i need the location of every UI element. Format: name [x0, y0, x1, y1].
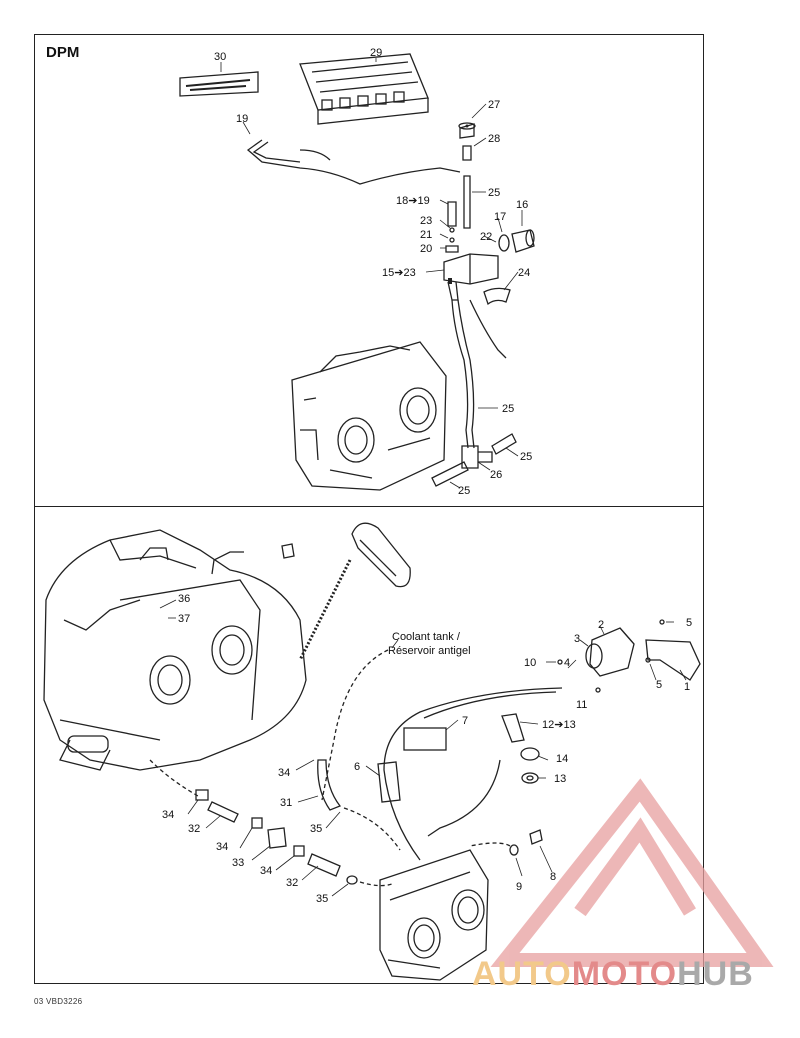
callout-14: 14 — [556, 753, 568, 765]
screw-10 — [557, 659, 563, 665]
callout-25-right: 25 — [520, 451, 532, 463]
coolant-line — [321, 649, 389, 801]
coolant-note-line2: Réservoir antigel — [388, 645, 471, 657]
watermark-part-auto: AUTO — [472, 955, 572, 993]
watermark-logo-mark — [490, 778, 774, 967]
callout-7: 7 — [462, 715, 468, 727]
decal-7 — [403, 727, 447, 751]
throttle-cable — [383, 687, 563, 861]
callout-12-13: 12➔13 — [542, 719, 576, 731]
callout-10: 10 — [524, 657, 536, 669]
hose-25c — [491, 433, 517, 455]
wire-harness-19 — [246, 139, 461, 185]
starter-grip — [298, 522, 411, 661]
callout-25-top: 25 — [488, 187, 500, 199]
callout-35-a: 35 — [310, 823, 322, 835]
section-title: DPM — [46, 44, 80, 61]
throttle-housing — [585, 627, 635, 677]
callout-30: 30 — [214, 51, 226, 63]
oring-17 — [498, 234, 510, 252]
hose-32b — [307, 853, 341, 877]
engine-block — [43, 529, 307, 771]
reference-code: 03 VBD3226 — [34, 997, 83, 1006]
clamp-34b — [251, 817, 263, 829]
diagram-frame — [34, 34, 704, 984]
coolant-note-line1: Coolant tank / — [392, 631, 461, 643]
callout-11: 11 — [576, 699, 587, 711]
callout-34-a: 34 — [278, 767, 290, 779]
callout-16: 16 — [516, 199, 528, 211]
hose-25 — [463, 175, 471, 229]
callout-34-d: 34 — [260, 865, 272, 877]
callout-2: 2 — [598, 619, 604, 631]
callout-31: 31 — [280, 797, 292, 809]
tee-26 — [461, 445, 493, 469]
callout-15-23: 15➔23 — [382, 267, 416, 279]
callout-21: 21 — [420, 229, 432, 241]
callout-9: 9 — [516, 881, 522, 893]
watermark-wordmark: AUTOMOTOHUB — [472, 955, 754, 994]
callout-17: 17 — [494, 211, 506, 223]
callout-23: 23 — [420, 215, 432, 227]
callout-19: 19 — [236, 113, 248, 125]
watermark-part-moto: MOTO — [571, 955, 678, 993]
fitting-33 — [267, 827, 287, 849]
callout-28: 28 — [488, 133, 500, 145]
callout-20: 20 — [420, 243, 432, 255]
cap-27 — [459, 123, 475, 139]
watermark-part-hub: HUB — [677, 955, 754, 993]
callout-1: 1 — [684, 681, 690, 693]
throttle-body-bottom — [379, 849, 489, 981]
hose-down — [451, 299, 469, 449]
callout-26: 26 — [490, 469, 502, 481]
callout-5-bottom: 5 — [656, 679, 662, 691]
callout-22: 22 — [480, 231, 492, 243]
washer-35 — [346, 875, 358, 885]
cable-guide-12 — [501, 713, 525, 743]
hose-31 — [317, 759, 342, 811]
hose-25b — [431, 461, 469, 487]
callout-32-b: 32 — [286, 877, 298, 889]
callout-37: 37 — [178, 613, 190, 625]
nut-14 — [520, 747, 540, 761]
callout-13: 13 — [554, 773, 566, 785]
boot-6 — [377, 761, 401, 803]
sensor-body-15 — [443, 253, 499, 301]
callout-32-a: 32 — [188, 823, 200, 835]
callout-3: 3 — [574, 633, 580, 645]
callout-33: 33 — [232, 857, 244, 869]
callout-6: 6 — [354, 761, 360, 773]
callout-29: 29 — [370, 47, 382, 59]
callout-4: 4 — [564, 657, 570, 669]
clamp-34a — [195, 789, 209, 801]
callout-25-bottom: 25 — [458, 485, 470, 497]
section-divider — [34, 506, 704, 507]
callout-18-19: 18➔19 — [396, 195, 430, 207]
fitting-28 — [462, 145, 472, 161]
hose-32a — [207, 801, 239, 823]
control-module-29 — [299, 53, 429, 125]
callout-5-top: 5 — [686, 617, 692, 629]
sensor-16 — [511, 229, 535, 253]
throttle-lever-1 — [645, 639, 701, 681]
callout-36: 36 — [178, 593, 190, 605]
clamp-34c — [293, 845, 305, 857]
part-9 — [509, 844, 519, 856]
throttle-body-top — [291, 341, 447, 491]
callout-34-c: 34 — [216, 841, 228, 853]
callout-35-b: 35 — [316, 893, 328, 905]
callout-25-mid: 25 — [502, 403, 514, 415]
clip-24 — [483, 287, 511, 306]
callout-34-b: 34 — [162, 809, 174, 821]
washer-13 — [521, 772, 539, 784]
callout-8: 8 — [550, 871, 556, 883]
decal-30 — [179, 71, 259, 97]
callout-24: 24 — [518, 267, 530, 279]
callout-27: 27 — [488, 99, 500, 111]
part-8 — [529, 829, 543, 845]
